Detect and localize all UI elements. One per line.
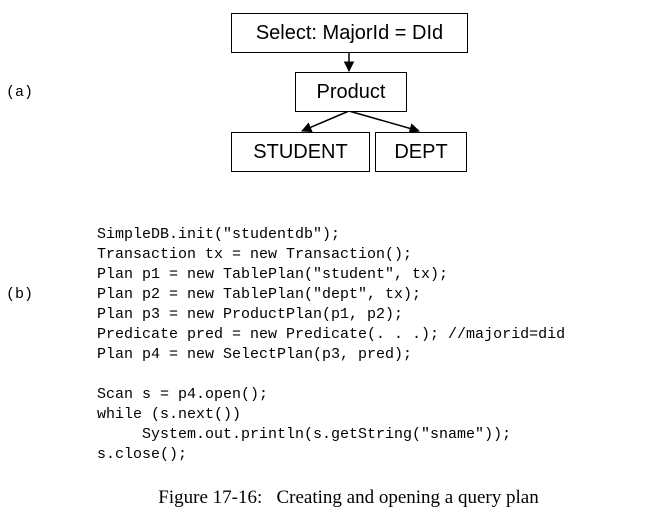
code-line: while (s.next()) xyxy=(97,406,242,423)
dept-node: DEPT xyxy=(375,132,467,172)
code-line: Plan p4 = new SelectPlan(p3, pred); xyxy=(97,346,413,363)
code-line: SimpleDB.init("studentdb"); xyxy=(97,226,341,243)
figure-caption: Figure 17-16: Creating and opening a que… xyxy=(158,487,539,508)
code-line-blank xyxy=(97,365,565,385)
arrow-product-to-dept xyxy=(348,110,421,134)
code-line: Plan p3 = new ProductPlan(p1, p2); xyxy=(97,306,404,323)
code-line: System.out.println(s.getString("sname"))… xyxy=(97,426,512,443)
code-line: Predicate pred = new Predicate(. . .); /… xyxy=(97,326,566,343)
code-line: Scan s = p4.open(); xyxy=(97,386,269,403)
code-block: SimpleDB.init("studentdb"); Transaction … xyxy=(97,225,565,465)
part-a-label: (a) xyxy=(6,84,34,101)
code-line: Plan p2 = new TablePlan("dept", tx); xyxy=(97,286,422,303)
code-line: Plan p1 = new TablePlan("student", tx); xyxy=(97,266,449,283)
code-line: Transaction tx = new Transaction(); xyxy=(97,246,413,263)
arrow-product-to-student xyxy=(301,110,350,133)
part-b-label: (b) xyxy=(6,286,34,303)
code-line: s.close(); xyxy=(97,446,188,463)
product-node: Product xyxy=(295,72,407,112)
student-node: STUDENT xyxy=(231,132,370,172)
select-node: Select: MajorId = DId xyxy=(231,13,468,53)
tree-connectors xyxy=(301,53,421,134)
